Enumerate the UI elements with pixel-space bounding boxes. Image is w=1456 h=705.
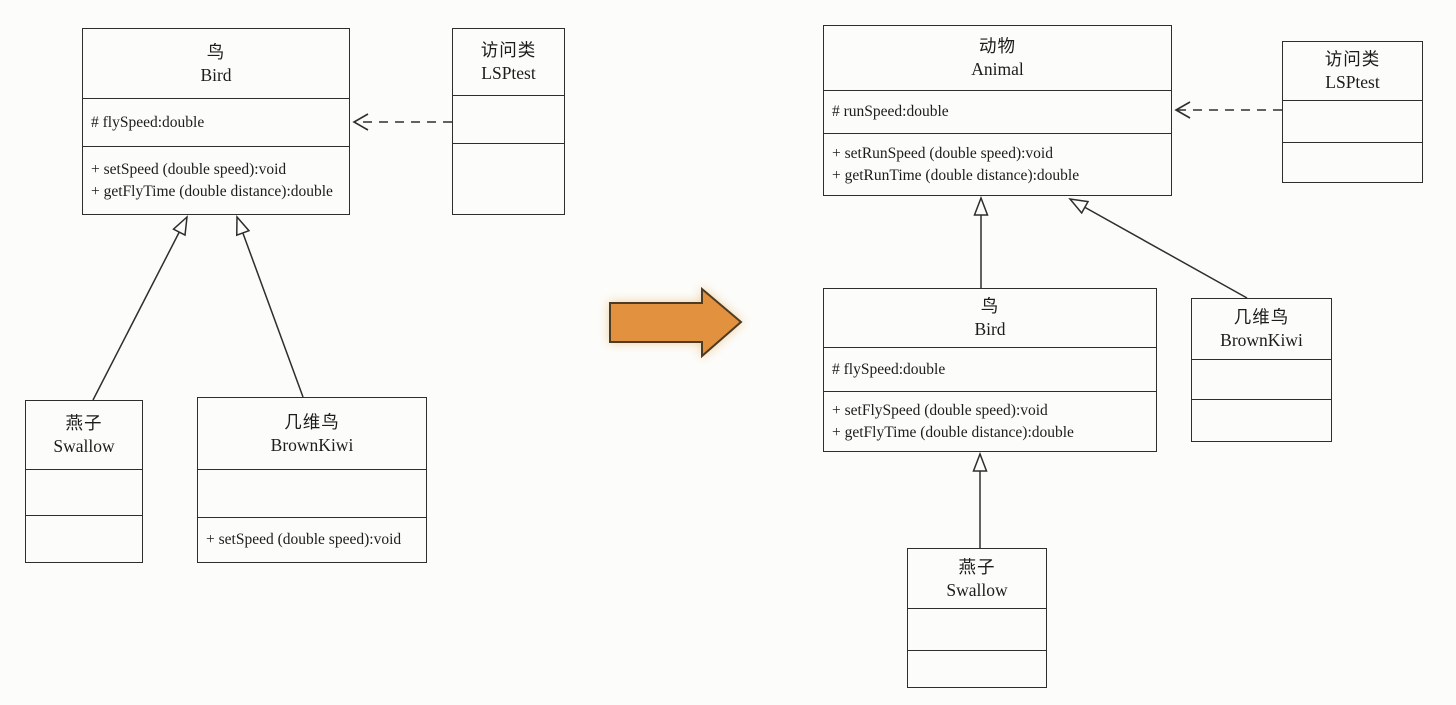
class-title-swallow-left: 燕子 Swallow [26,401,142,470]
methods-compartment: + setFlySpeed (double speed):void + getF… [824,392,1156,451]
class-name-en: LSPtest [1325,72,1380,92]
attributes-compartment: # runSpeed:double [824,91,1171,134]
class-name-en: Swallow [53,436,115,456]
methods-compartment-empty [453,144,564,214]
class-name-cn: 访问类 [1324,49,1381,69]
methods-compartment-empty [26,516,142,562]
class-box-brownkiwi-right: 几维鸟 BrownKiwi [1191,298,1332,442]
class-box-brownkiwi-left: 几维鸟 BrownKiwi + setSpeed (double speed):… [197,397,427,563]
attributes-compartment-empty [1283,101,1422,143]
attributes-compartment-empty [1192,360,1331,400]
method-line: + getFlyTime (double distance):double [832,423,1074,441]
class-name-cn: 访问类 [480,40,537,60]
generalization-swallow-to-bird-left [92,217,187,401]
method-line: + setFlySpeed (double speed):void [832,401,1048,419]
class-name-en: BrownKiwi [1220,330,1303,350]
class-name-cn: 几维鸟 [284,411,340,432]
class-title-lsptest-left: 访问类 LSPtest [453,29,564,96]
methods-compartment-empty [908,651,1046,687]
class-box-swallow-left: 燕子 Swallow [25,400,143,563]
method-line: + setRunSpeed (double speed):void [832,144,1053,162]
generalization-brownkiwi-to-bird-left [237,217,304,398]
class-name-cn: 几维鸟 [1233,307,1290,327]
class-name-cn: 鸟 [980,296,1000,316]
class-name-cn: 燕子 [958,556,996,577]
class-box-swallow-right: 燕子 Swallow [907,548,1047,688]
class-box-lsptest-left: 访问类 LSPtest [452,28,565,215]
class-name-en: Swallow [946,579,1008,600]
class-title-swallow-right: 燕子 Swallow [908,549,1046,609]
class-name-en: Bird [974,319,1006,339]
class-box-lsptest-right: 访问类 LSPtest [1282,41,1423,183]
method-line: + setSpeed (double speed):void [206,531,402,548]
methods-compartment-empty [1192,400,1331,441]
attributes-compartment-empty [908,609,1046,651]
class-title-bird-right: 鸟 Bird [824,289,1156,348]
class-box-bird-right: 鸟 Bird # flySpeed:double + setFlySpeed (… [823,288,1157,452]
method-line: + setSpeed (double speed):void [91,160,287,178]
class-title-brownkiwi-right: 几维鸟 BrownKiwi [1192,299,1331,360]
class-title-bird-left: 鸟 Bird [83,29,349,99]
class-name-en: Bird [200,64,232,85]
attributes-compartment: # flySpeed:double [83,99,349,147]
class-title-brownkiwi-left: 几维鸟 BrownKiwi [198,398,426,470]
class-name-en: BrownKiwi [270,434,354,455]
attribute-line: # flySpeed:double [91,113,205,131]
refactor-arrow-icon [609,286,743,359]
class-box-animal-right: 动物 Animal # runSpeed:double + setRunSpee… [823,25,1172,196]
method-line: + getRunTime (double distance):double [832,166,1080,184]
method-line: + getFlyTime (double distance):double [91,182,333,200]
class-name-en: LSPtest [481,63,536,83]
methods-compartment-empty [1283,143,1422,182]
class-name-cn: 燕子 [65,413,103,433]
methods-compartment: + setRunSpeed (double speed):void + getR… [824,134,1171,195]
attributes-compartment-empty [198,470,426,518]
class-title-animal-right: 动物 Animal [824,26,1171,91]
attribute-line: # runSpeed:double [832,103,949,120]
attributes-compartment: # flySpeed:double [824,348,1156,392]
class-box-bird-left: 鸟 Bird # flySpeed:double + setSpeed (dou… [82,28,350,215]
attributes-compartment-empty [453,96,564,144]
class-title-lsptest-right: 访问类 LSPtest [1283,42,1422,101]
methods-compartment: + setSpeed (double speed):void [198,518,426,562]
generalization-brownkiwi-to-animal-right [1070,199,1248,299]
class-name-en: Animal [971,59,1024,79]
attributes-compartment-empty [26,470,142,516]
class-name-cn: 动物 [979,36,1016,56]
class-name-cn: 鸟 [206,41,226,62]
attribute-line: # flySpeed:double [832,360,946,378]
methods-compartment: + setSpeed (double speed):void + getFlyT… [83,147,349,214]
